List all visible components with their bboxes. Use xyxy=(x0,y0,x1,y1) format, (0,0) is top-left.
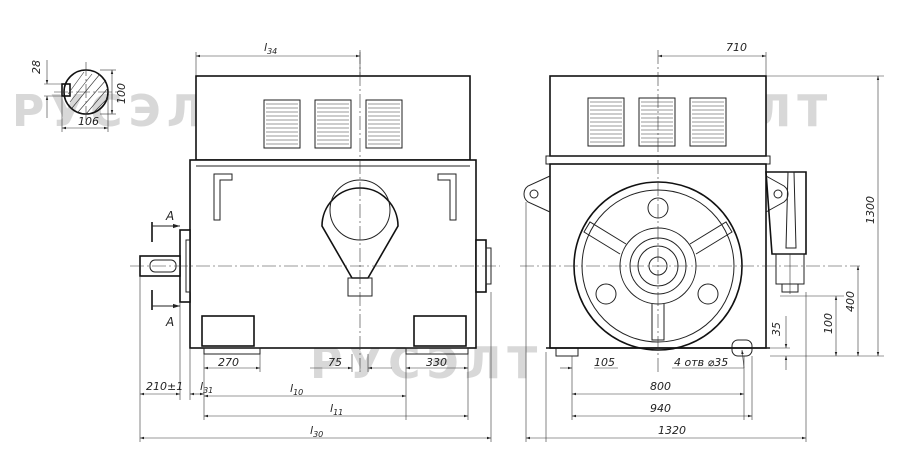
section-mark-top: A xyxy=(151,209,180,242)
hole-left xyxy=(595,283,617,305)
dim-210: 210±1 xyxy=(146,380,183,393)
terminal-box xyxy=(765,171,807,294)
dim-106: 106 xyxy=(78,115,99,128)
foot-right xyxy=(413,315,467,347)
dim-l30: l30 xyxy=(310,424,323,439)
end-view: 710 1300 400 100 35 105 4 отв ⌀35 800 xyxy=(520,41,884,442)
dim-710: 710 xyxy=(726,41,747,54)
dim-l34: l34 xyxy=(264,41,277,56)
bracket-left xyxy=(213,173,233,221)
stator-body xyxy=(189,159,477,349)
end-vent-louvers xyxy=(587,97,727,147)
dim-1320: 1320 xyxy=(658,424,686,437)
dim-100-shaft: 100 xyxy=(115,83,128,104)
dim-35: 35 xyxy=(770,322,783,336)
hole-right xyxy=(697,283,719,305)
dim-28: 28 xyxy=(30,60,43,74)
section-mark-bottom: A xyxy=(151,290,180,329)
dim-800: 800 xyxy=(650,380,671,393)
shaft-section: 28 100 106 xyxy=(30,60,128,132)
dim-330: 330 xyxy=(426,356,447,369)
shaft-key xyxy=(61,83,71,97)
lug-right xyxy=(765,175,789,213)
dim-105: 105 xyxy=(594,356,615,369)
lug-left xyxy=(523,175,551,213)
end-foot-left xyxy=(555,347,579,357)
vent-louvers xyxy=(263,99,403,149)
dim-100-end: 100 xyxy=(822,313,835,334)
svg-text:A: A xyxy=(165,315,174,329)
dim-940: 940 xyxy=(650,402,671,415)
top-cover xyxy=(195,75,471,161)
bracket-right xyxy=(437,173,457,221)
dim-270: 270 xyxy=(218,356,239,369)
dim-l31: l31 xyxy=(200,380,213,395)
dim-75: 75 xyxy=(328,356,342,369)
dim-l11: l11 xyxy=(330,402,343,417)
dim-1300: 1300 xyxy=(864,196,877,224)
holes-note: 4 отв ⌀35 xyxy=(674,356,728,369)
dim-400: 400 xyxy=(844,291,857,312)
side-view: A A l34 270 75 330 210±1 l31 xyxy=(130,41,500,442)
svg-text:A: A xyxy=(165,209,174,223)
foot-left xyxy=(201,315,255,347)
dim-l10: l10 xyxy=(290,382,303,397)
